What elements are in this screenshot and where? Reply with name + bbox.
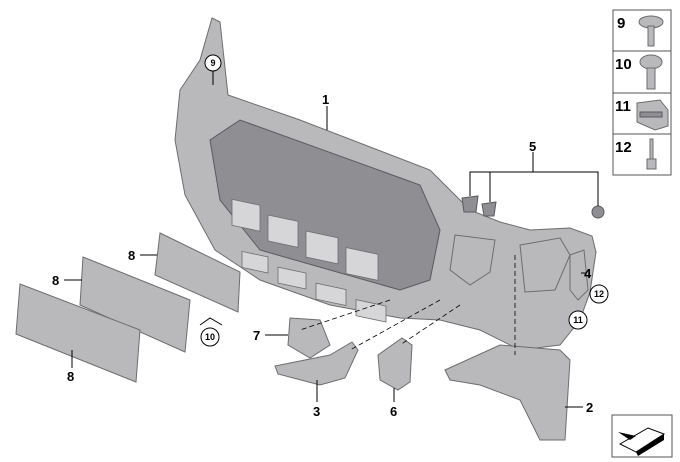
bracket-part-4 (569, 249, 589, 301)
callout-5: 5 (529, 139, 536, 154)
svg-text:10: 10 (205, 332, 215, 342)
callout-8-b: 8 (52, 273, 59, 288)
clip-nut-icon (636, 99, 669, 131)
callout-6: 6 (390, 404, 397, 419)
license-plate-holders-part-8 (15, 232, 241, 383)
circled-callout-9: 9 (204, 54, 222, 72)
view-orientation-icon (611, 414, 673, 458)
circled-callout-11: 11 (568, 310, 588, 330)
circled-callout-10: 10 (200, 327, 220, 347)
legend-item-11: 11 (615, 98, 669, 131)
trim-part-3 (274, 341, 359, 386)
screw-with-washer-icon (638, 15, 664, 47)
callout-7: 7 (253, 328, 260, 343)
leader-lines (64, 71, 599, 408)
svg-text:12: 12 (615, 139, 632, 156)
svg-text:9: 9 (617, 15, 625, 32)
fastener-legend: 9 10 11 12 (612, 9, 672, 176)
callout-1: 1 (322, 92, 329, 107)
front-bumper-part-1 (174, 17, 597, 351)
callout-4: 4 (584, 266, 592, 281)
callout-8-c: 8 (67, 369, 74, 384)
circled-callout-12: 12 (589, 284, 609, 304)
svg-text:11: 11 (573, 315, 583, 325)
svg-text:10: 10 (615, 56, 632, 73)
rivet-icon (646, 138, 657, 170)
callout-8-a: 8 (128, 248, 135, 263)
svg-text:9: 9 (210, 58, 215, 68)
trim-part-6 (377, 337, 413, 391)
legend-item-10: 10 (615, 54, 663, 90)
trim-part-2 (444, 344, 571, 441)
screw-icon (639, 54, 663, 90)
svg-text:11: 11 (615, 98, 631, 115)
callout-3: 3 (313, 404, 320, 419)
callout-2: 2 (586, 400, 593, 415)
legend-item-12: 12 (615, 138, 657, 170)
legend-item-9: 9 (617, 15, 664, 47)
clips-part-5 (461, 195, 605, 219)
cover-part-7 (287, 317, 331, 359)
svg-text:12: 12 (594, 289, 604, 299)
